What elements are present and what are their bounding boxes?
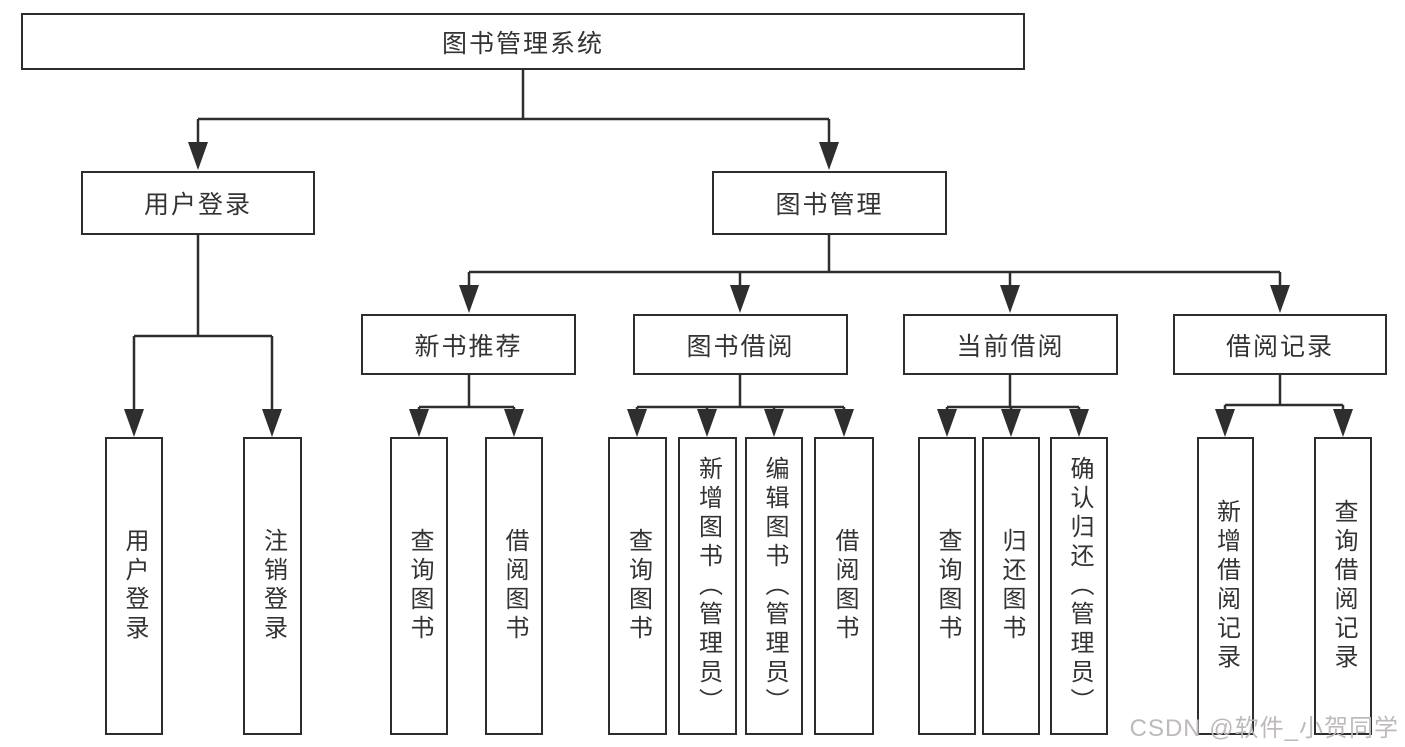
leaf-query-book-current: 查询图书	[918, 437, 976, 735]
leaf-logout: 注销登录	[243, 437, 302, 735]
leaf-add-book-admin: 新增图书（管理员）	[678, 437, 737, 735]
leaf-edit-book-admin-label: 编辑图书（管理员）	[761, 455, 788, 717]
arrow-down-icon	[262, 409, 282, 437]
leaf-borrow-book-recommend-label: 借阅图书	[501, 528, 528, 644]
arrow-down-icon	[1270, 285, 1290, 313]
leaf-return-book-label: 归还图书	[998, 528, 1025, 644]
leaf-query-borrow-record-label: 查询借阅记录	[1330, 499, 1357, 673]
leaf-query-book-recommend: 查询图书	[390, 437, 448, 735]
node-book-borrow-label: 图书借阅	[686, 332, 795, 361]
leaf-query-book-current-label: 查询图书	[934, 528, 961, 644]
leaf-add-book-admin-label: 新增图书（管理员）	[694, 455, 722, 717]
node-new-book-recommend-label: 新书推荐	[414, 332, 523, 361]
arrow-down-icon	[627, 409, 647, 437]
leaf-query-book-recommend-label: 查询图书	[406, 528, 433, 644]
node-user-login: 用户登录	[81, 171, 315, 235]
arrow-down-icon	[409, 409, 429, 437]
node-user-login-label: 用户登录	[143, 191, 252, 219]
arrow-down-icon	[1215, 409, 1235, 437]
arrow-down-icon	[834, 409, 854, 437]
leaf-edit-book-admin: 编辑图书（管理员）	[745, 437, 803, 735]
node-system-root-label: 图书管理系统	[441, 29, 604, 58]
leaf-user-login-label: 用户登录	[121, 528, 148, 644]
leaf-borrow-book-recommend: 借阅图书	[485, 437, 543, 735]
leaf-confirm-return-admin: 确认归还（管理员）	[1050, 437, 1108, 735]
arrow-down-icon	[1001, 409, 1021, 437]
leaf-query-book-borrow: 查询图书	[608, 437, 667, 735]
leaf-return-book: 归还图书	[982, 437, 1040, 735]
leaf-query-borrow-record: 查询借阅记录	[1314, 437, 1372, 735]
arrow-down-icon	[504, 409, 524, 437]
arrow-down-icon	[188, 142, 208, 170]
arrow-down-icon	[1333, 409, 1353, 437]
node-book-management: 图书管理	[712, 171, 947, 235]
node-system-root: 图书管理系统	[21, 13, 1025, 70]
leaf-borrow-book: 借阅图书	[814, 437, 874, 735]
node-borrow-records-label: 借阅记录	[1225, 332, 1334, 361]
node-borrow-records: 借阅记录	[1173, 314, 1387, 375]
arrow-down-icon	[124, 409, 144, 437]
leaf-borrow-book-label: 借阅图书	[831, 528, 858, 644]
arrow-down-icon	[1000, 285, 1020, 313]
node-current-borrow: 当前借阅	[903, 314, 1118, 375]
arrow-down-icon	[459, 285, 479, 313]
leaf-logout-label: 注销登录	[259, 528, 287, 644]
node-new-book-recommend: 新书推荐	[361, 314, 576, 375]
leaf-user-login: 用户登录	[105, 437, 163, 735]
node-book-borrow: 图书借阅	[633, 314, 848, 375]
arrow-down-icon	[819, 142, 839, 170]
arrow-down-icon	[730, 285, 750, 313]
arrow-down-icon	[1069, 409, 1089, 437]
leaf-query-book-borrow-label: 查询图书	[624, 528, 652, 644]
arrow-down-icon	[937, 409, 957, 437]
node-book-management-label: 图书管理	[775, 191, 884, 219]
arrow-down-icon	[764, 409, 784, 437]
leaf-add-borrow-record-label: 新增借阅记录	[1212, 499, 1240, 673]
leaf-add-borrow-record: 新增借阅记录	[1197, 437, 1254, 735]
arrow-down-icon	[697, 409, 717, 437]
leaf-confirm-return-admin-label: 确认归还（管理员）	[1066, 455, 1093, 717]
node-current-borrow-label: 当前借阅	[956, 332, 1065, 361]
csdn-watermark: CSDN @软件_小贺同学	[1129, 715, 1399, 742]
